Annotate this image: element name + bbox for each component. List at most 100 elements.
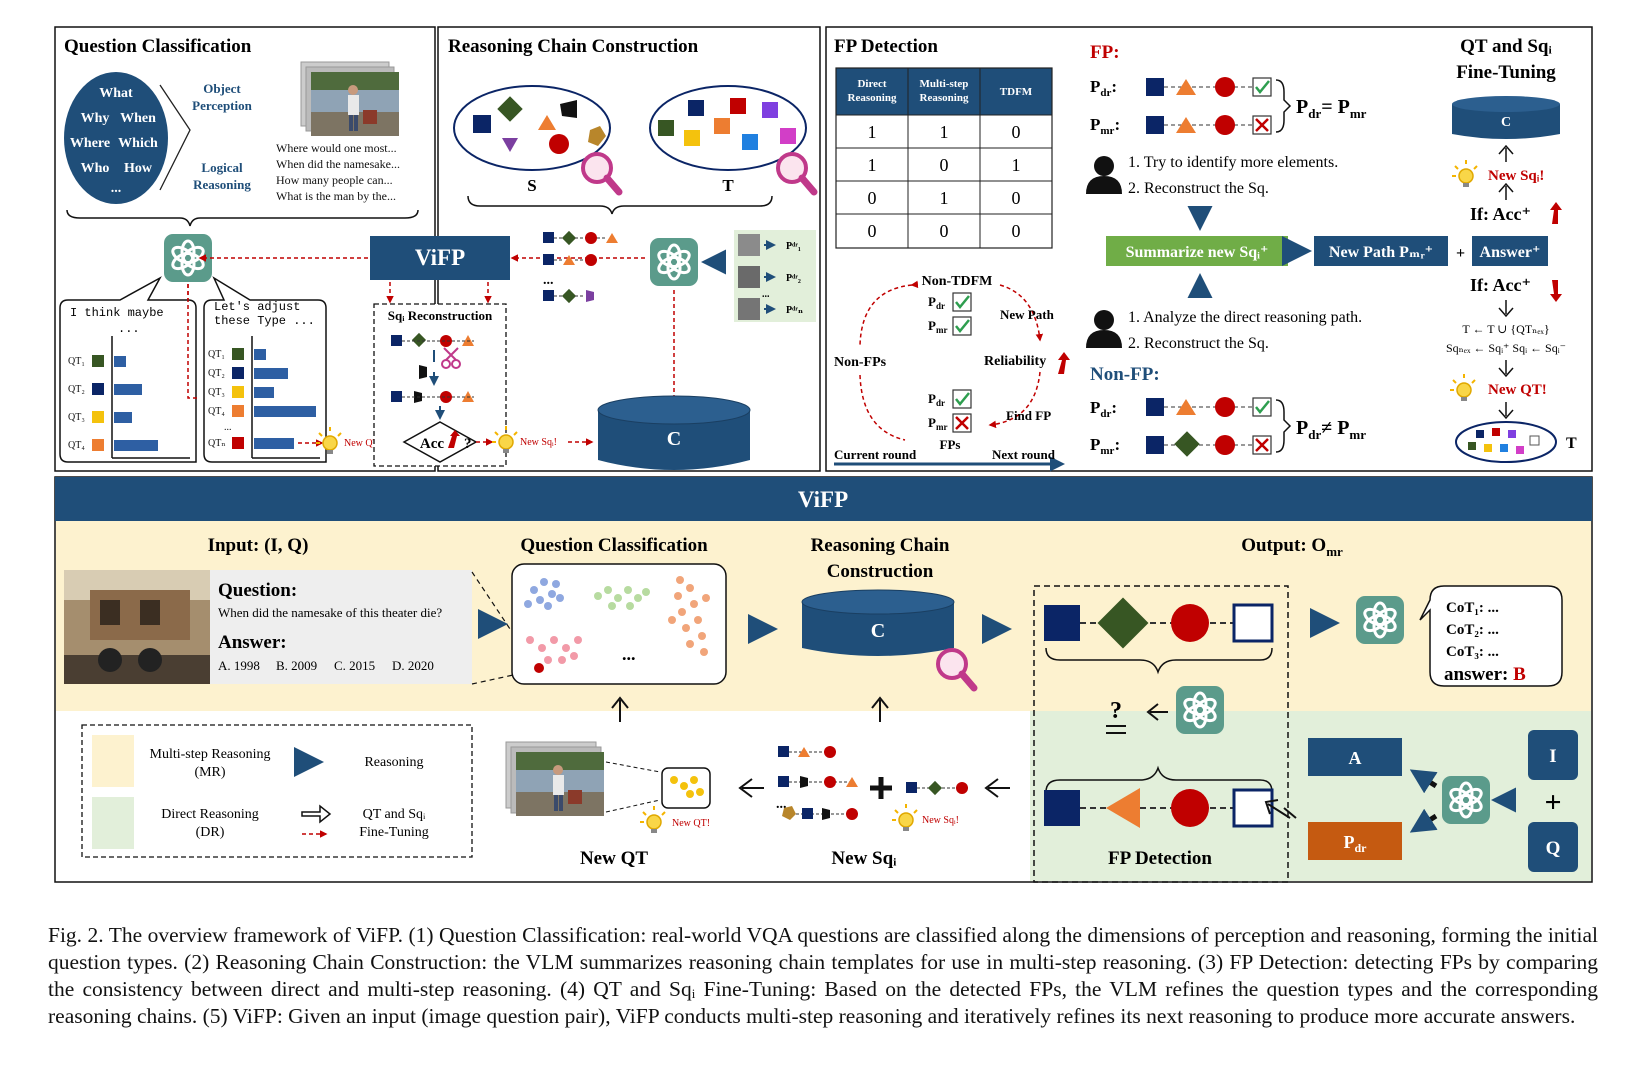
chain-list: ... xyxy=(543,230,618,304)
table-header: Direct xyxy=(857,78,886,90)
legend-dr: Direct Reasoning xyxy=(161,807,259,822)
theater-photo xyxy=(64,570,210,684)
question-equals-icon: ? xyxy=(1110,698,1122,724)
answer-label: Answer: xyxy=(218,632,287,653)
vifp-title: ViFP xyxy=(798,487,848,512)
legend-ft: QT and Sqᵢ xyxy=(363,807,426,822)
qt-label: ... xyxy=(224,422,232,433)
table-cell: 1 xyxy=(940,188,949,208)
new-path-label: New Path xyxy=(1000,307,1055,322)
tdfm-table: Direct Reasoning Multi-step Reasoning TD… xyxy=(835,67,1053,249)
check-icon xyxy=(951,388,973,410)
answer-option: C. 2015 xyxy=(334,658,375,673)
nonfp-dr-chain xyxy=(1146,397,1254,417)
pdr-equals-pmr: Pdr= Pmr xyxy=(1296,96,1367,121)
c-label: C xyxy=(1501,115,1511,130)
new-qt-label: New QT! xyxy=(344,438,382,449)
vifp-box xyxy=(370,236,510,280)
acc-label: Acc xyxy=(420,436,444,452)
pdr-label: Pᵈʳₙ xyxy=(786,305,803,316)
non-fps-label: Non-FPs xyxy=(834,355,887,370)
new-sq-label: New Sqᵢ! xyxy=(520,437,557,448)
table-header: Multi-step xyxy=(920,78,969,90)
bubble2-line: Let's adjust xyxy=(214,300,300,314)
qword: What xyxy=(99,86,133,101)
sq-reconstruction-label: Sqᵢ Reconstruction xyxy=(388,308,493,323)
new-path-box-label: New Path Pₘᵣ⁺ xyxy=(1329,244,1433,261)
cross-icon xyxy=(1251,434,1273,456)
if-acc-down: If: Acc⁺ xyxy=(1470,275,1531,295)
fpd-title: FP Detection xyxy=(834,36,938,57)
rcc-stage-label: Reasoning Chain xyxy=(811,535,950,556)
pdr-label: Pdr xyxy=(928,294,945,311)
table-cell: 1 xyxy=(940,122,949,142)
qword: Which xyxy=(118,136,158,151)
table-cell: 1 xyxy=(868,155,877,175)
legend-ft: Fine-Tuning xyxy=(359,825,429,840)
update-rule: T ← T ∪ {QTₙₑₓ} xyxy=(1462,322,1549,336)
qc-stage-label: Question Classification xyxy=(520,535,708,556)
legend-mr: (MR) xyxy=(194,765,225,780)
qt-label: QT₁ xyxy=(208,349,225,360)
question-text: When did the namesake of this theater di… xyxy=(218,605,442,620)
image-input-label: I xyxy=(1549,746,1556,767)
output-bubble xyxy=(1419,585,1563,687)
cluster-dots: ... xyxy=(622,644,636,664)
table-cell: 0 xyxy=(1012,188,1021,208)
direct-path-list: Pᵈʳ₁ Pᵈʳ₂ ... Pᵈʳₙ xyxy=(734,230,816,322)
question-example: What is the man by the... xyxy=(276,189,396,203)
scissors-icon xyxy=(441,347,461,369)
answer-a-label: A xyxy=(1349,748,1362,768)
logical-reasoning-label: Logical xyxy=(201,160,243,175)
question-example: Where would one most... xyxy=(276,141,397,155)
chain-dots: ... xyxy=(543,273,554,288)
pdr-label: Pᵈʳ₁ xyxy=(786,241,801,252)
cluster-pink xyxy=(526,636,582,664)
question-word-ellipse xyxy=(64,72,168,204)
pdr-box xyxy=(1308,822,1402,860)
mr-chain xyxy=(1044,597,1274,649)
legend-dr-swatch xyxy=(92,797,134,849)
nonfp-step: 2. Reconstruct the Sq. xyxy=(1128,335,1269,352)
photo-stack xyxy=(300,61,399,136)
panel-fp-detection: FP Detection Direct Reasoning Multi-step… xyxy=(825,26,1593,472)
pmr-label: Pmr: xyxy=(1090,435,1120,457)
pmr-label: Pmr: xyxy=(1090,115,1120,137)
fp-detection-label: FP Detection xyxy=(1108,848,1212,869)
logical-reasoning-label: Reasoning xyxy=(193,177,251,192)
acc-q: ? xyxy=(464,436,472,452)
output-label: Output: Omr xyxy=(1241,535,1343,559)
final-answer: answer: B xyxy=(1444,664,1526,685)
qt-label: QT₄ xyxy=(208,406,225,417)
down-arrow-icon xyxy=(1550,280,1562,302)
new-qt-bang: New QT! xyxy=(672,818,710,829)
answer-option: A. 1998 xyxy=(218,658,260,673)
new-path-box xyxy=(1314,236,1448,266)
reliability-label: Reliability xyxy=(984,354,1046,369)
if-acc-up: If: Acc⁺ xyxy=(1470,204,1531,224)
c-label: C xyxy=(871,620,885,642)
table-cell: 0 xyxy=(940,221,949,241)
new-sq-label: New Sqᵢ xyxy=(831,848,897,869)
qword: Who xyxy=(81,161,110,176)
qt-label: QT₄ xyxy=(68,440,85,451)
pdr-neq-pmr: Pdr≠ Pmr xyxy=(1296,417,1366,442)
brace xyxy=(66,209,419,227)
up-arrow-icon xyxy=(1550,202,1562,224)
table-header: Reasoning xyxy=(848,92,897,104)
find-fp-label: Find FP xyxy=(1006,408,1051,423)
set-s-label: S xyxy=(527,176,536,195)
cluster-box xyxy=(511,563,727,685)
fp-cycle: Non-TDFM Pdr Pmr New Path Non-FPs Reliab… xyxy=(834,274,1070,472)
fp-dr-chain xyxy=(1146,77,1254,97)
plus-sign: + xyxy=(1544,786,1561,819)
cluster-orange xyxy=(668,576,710,656)
cot-line: CoT₃: ... xyxy=(1446,644,1499,660)
legend-dr: (DR) xyxy=(196,825,225,840)
nonfp-step: 1. Analyze the direct reasoning path. xyxy=(1128,309,1362,326)
summarize-label: Summarize new Sqᵢ⁺ xyxy=(1126,244,1269,261)
panel-vifp: ViFP Input: (I, Q) Question: When did th… xyxy=(54,476,1593,883)
answer-box xyxy=(1472,236,1548,266)
question-input-box xyxy=(1528,822,1578,872)
table-cell: 0 xyxy=(940,155,949,175)
